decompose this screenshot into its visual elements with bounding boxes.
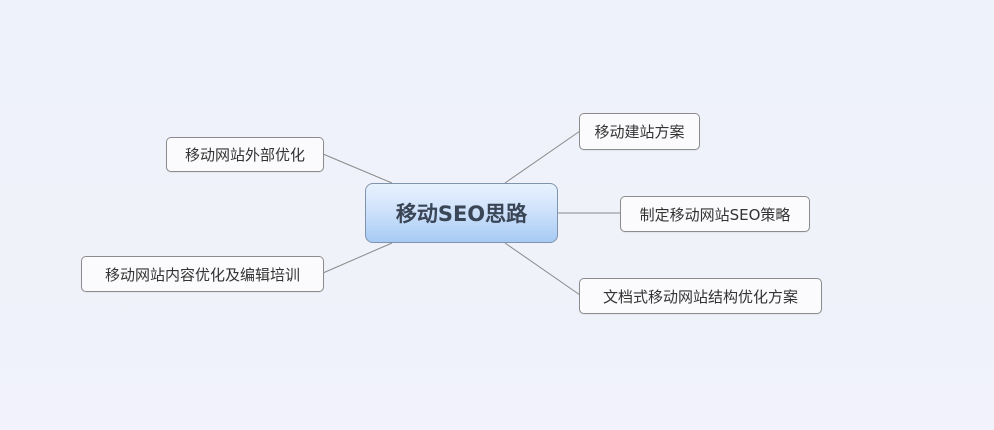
connector-left-2 <box>322 242 393 274</box>
branch-document-structure-optimization[interactable]: 文档式移动网站结构优化方案 <box>579 278 822 314</box>
branch-external-optimization[interactable]: 移动网站外部优化 <box>166 137 324 172</box>
connector-right-3 <box>504 242 581 296</box>
central-topic[interactable]: 移动SEO思路 <box>365 183 558 243</box>
connector-right-1 <box>504 130 581 184</box>
connector-left-1 <box>322 153 393 184</box>
branch-mobile-seo-strategy[interactable]: 制定移动网站SEO策略 <box>620 196 810 232</box>
branch-mobile-site-plan[interactable]: 移动建站方案 <box>579 113 700 150</box>
branch-content-optimization-training[interactable]: 移动网站内容优化及编辑培训 <box>81 256 324 292</box>
